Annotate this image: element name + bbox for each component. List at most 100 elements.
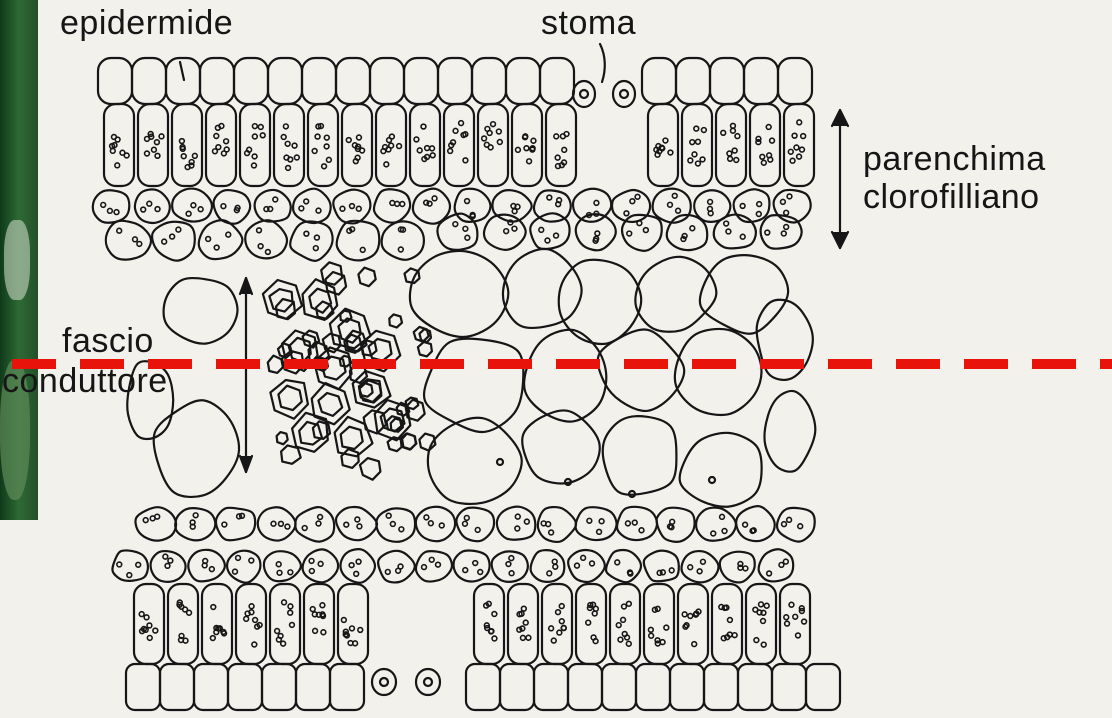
chloroplast bbox=[144, 615, 149, 620]
chloroplast bbox=[313, 628, 318, 633]
chloroplast bbox=[425, 146, 430, 151]
chloroplast bbox=[360, 148, 365, 153]
chloroplast bbox=[245, 611, 250, 616]
chloroplast bbox=[206, 237, 211, 242]
spongy-cell bbox=[227, 551, 260, 583]
spongy-cell bbox=[696, 508, 736, 541]
chloroplast bbox=[787, 517, 792, 522]
chloroplast bbox=[283, 124, 288, 129]
chloroplast bbox=[209, 567, 214, 572]
palisade-cell bbox=[410, 104, 440, 186]
chloroplast bbox=[436, 562, 441, 567]
chloroplast bbox=[147, 201, 152, 206]
chloroplast bbox=[561, 625, 566, 630]
chloroplast bbox=[360, 247, 365, 252]
chloroplast bbox=[179, 139, 184, 144]
chloroplast bbox=[356, 206, 361, 211]
parenchyma-cell bbox=[559, 260, 641, 344]
chloroplast bbox=[591, 635, 596, 640]
spongy-cell bbox=[337, 221, 380, 261]
chloroplast bbox=[355, 155, 360, 160]
parenchima-arrowhead bbox=[832, 232, 848, 248]
chloroplast bbox=[726, 229, 731, 234]
chloroplast bbox=[655, 641, 660, 646]
chloroplast bbox=[693, 612, 698, 617]
chloroplast bbox=[599, 519, 604, 524]
chloroplast bbox=[302, 526, 307, 531]
xylem-lumen bbox=[341, 427, 363, 449]
chloroplast bbox=[290, 623, 295, 628]
chloroplast bbox=[627, 231, 632, 236]
chloroplast bbox=[496, 129, 501, 134]
xylem-lumen bbox=[278, 386, 301, 410]
chloroplast bbox=[439, 523, 444, 528]
chloroplast bbox=[708, 200, 713, 205]
chloroplast bbox=[384, 162, 389, 167]
chloroplast bbox=[721, 130, 726, 135]
chloroplast bbox=[155, 207, 160, 212]
chloroplast bbox=[622, 632, 627, 637]
chloroplast bbox=[414, 137, 419, 142]
chloroplast bbox=[115, 163, 120, 168]
chloroplast bbox=[147, 635, 152, 640]
chloroplast bbox=[139, 612, 144, 617]
chloroplast bbox=[524, 146, 529, 151]
chloroplast bbox=[385, 569, 390, 574]
upper-epidermis-cell bbox=[778, 58, 812, 104]
stoma-guard-cell bbox=[372, 669, 396, 695]
chloroplast bbox=[192, 153, 197, 158]
chloroplast bbox=[732, 148, 737, 153]
upper-epidermis-cell bbox=[676, 58, 710, 104]
xylem-lumen bbox=[318, 393, 342, 416]
chloroplast bbox=[668, 150, 673, 155]
parenchyma-nucleus bbox=[497, 459, 503, 465]
chloroplast bbox=[668, 202, 673, 207]
chloroplast bbox=[141, 207, 146, 212]
chloroplast bbox=[800, 147, 805, 152]
chloroplast bbox=[484, 142, 489, 147]
chloroplast bbox=[310, 607, 315, 612]
parenchyma-cell bbox=[164, 278, 238, 344]
chloroplast bbox=[222, 522, 227, 527]
chloroplast bbox=[728, 618, 733, 623]
chloroplast bbox=[731, 128, 736, 133]
chloroplast bbox=[358, 628, 363, 633]
parenchyma-cell bbox=[503, 249, 582, 328]
parenchyma-nucleus bbox=[709, 477, 715, 483]
chloroplast bbox=[191, 203, 196, 208]
phloem-cell bbox=[360, 458, 380, 480]
chloroplast bbox=[738, 565, 743, 570]
parenchyma-cell bbox=[154, 400, 239, 497]
chloroplast bbox=[265, 250, 270, 255]
spongy-cell bbox=[255, 190, 291, 222]
chloroplast bbox=[355, 517, 360, 522]
chloroplast bbox=[137, 242, 142, 247]
chloroplast bbox=[618, 637, 623, 642]
chloroplast bbox=[727, 151, 732, 156]
upper-epidermis-cell bbox=[268, 58, 302, 104]
palisade-cell bbox=[512, 104, 542, 186]
upper-epidermis-cell bbox=[472, 58, 506, 104]
chloroplast bbox=[193, 513, 198, 518]
chloroplast bbox=[802, 619, 807, 624]
chloroplast bbox=[790, 158, 795, 163]
upper-epidermis-cell bbox=[302, 58, 336, 104]
chloroplast bbox=[664, 625, 669, 630]
chloroplast bbox=[575, 563, 580, 568]
palisade-cell bbox=[678, 584, 708, 664]
chloroplast bbox=[249, 558, 254, 563]
chloroplast bbox=[357, 135, 362, 140]
chloroplast bbox=[276, 637, 281, 642]
chloroplast bbox=[766, 125, 771, 130]
chloroplast bbox=[681, 237, 686, 242]
chloroplast bbox=[214, 245, 219, 250]
chloroplast bbox=[756, 140, 761, 145]
chloroplast bbox=[341, 618, 346, 623]
palisade-cell bbox=[202, 584, 232, 664]
chloroplast bbox=[784, 210, 789, 215]
chloroplast bbox=[761, 619, 766, 624]
palisade-cell bbox=[304, 584, 334, 664]
upper-epidermis-cell bbox=[166, 58, 200, 104]
chloroplast bbox=[553, 564, 558, 569]
chloroplast bbox=[482, 136, 487, 141]
